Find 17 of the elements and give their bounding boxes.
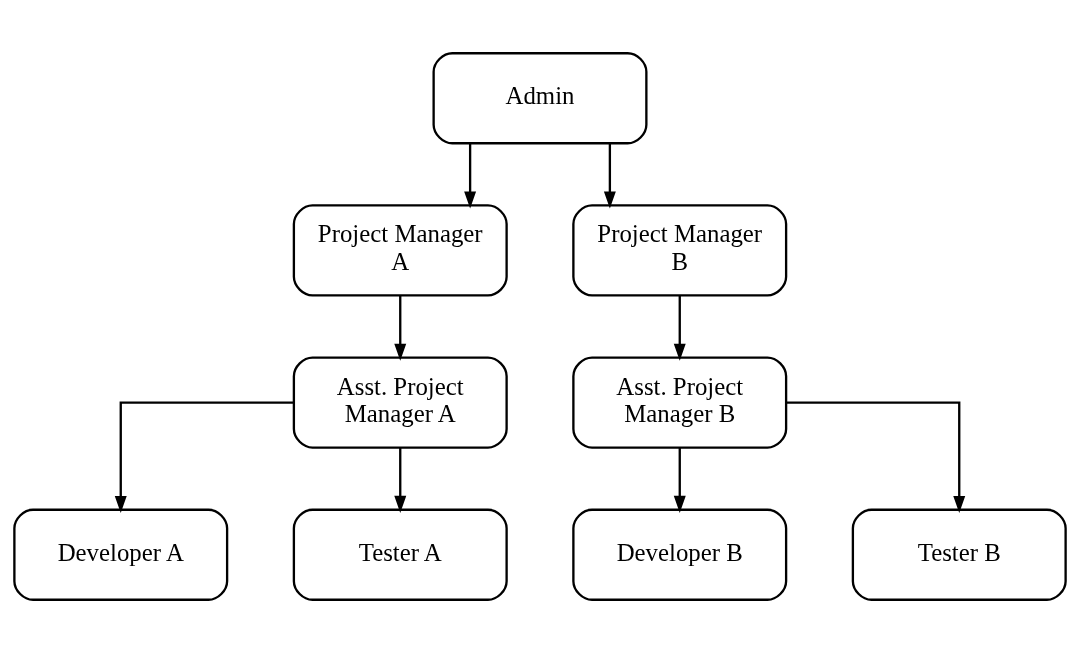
node-box: Tester B — [851, 508, 1067, 601]
node-box: Project Manager B — [572, 204, 788, 297]
node-box: Project Manager A — [292, 204, 508, 297]
arrow — [394, 295, 407, 361]
node-box: Developer B — [572, 508, 788, 601]
node-box: Tester A — [292, 508, 508, 601]
node-box: Developer A — [13, 508, 229, 601]
arrow — [464, 143, 477, 209]
arrow — [603, 143, 616, 209]
arrow — [786, 401, 966, 514]
arrow — [673, 447, 686, 513]
node-box: Admin — [432, 52, 648, 145]
arrow — [394, 447, 407, 513]
arrow — [114, 401, 294, 514]
arrow — [673, 295, 686, 361]
node-box: Asst. Project Manager B — [572, 356, 788, 449]
node-box: Asst. Project Manager A — [292, 356, 508, 449]
